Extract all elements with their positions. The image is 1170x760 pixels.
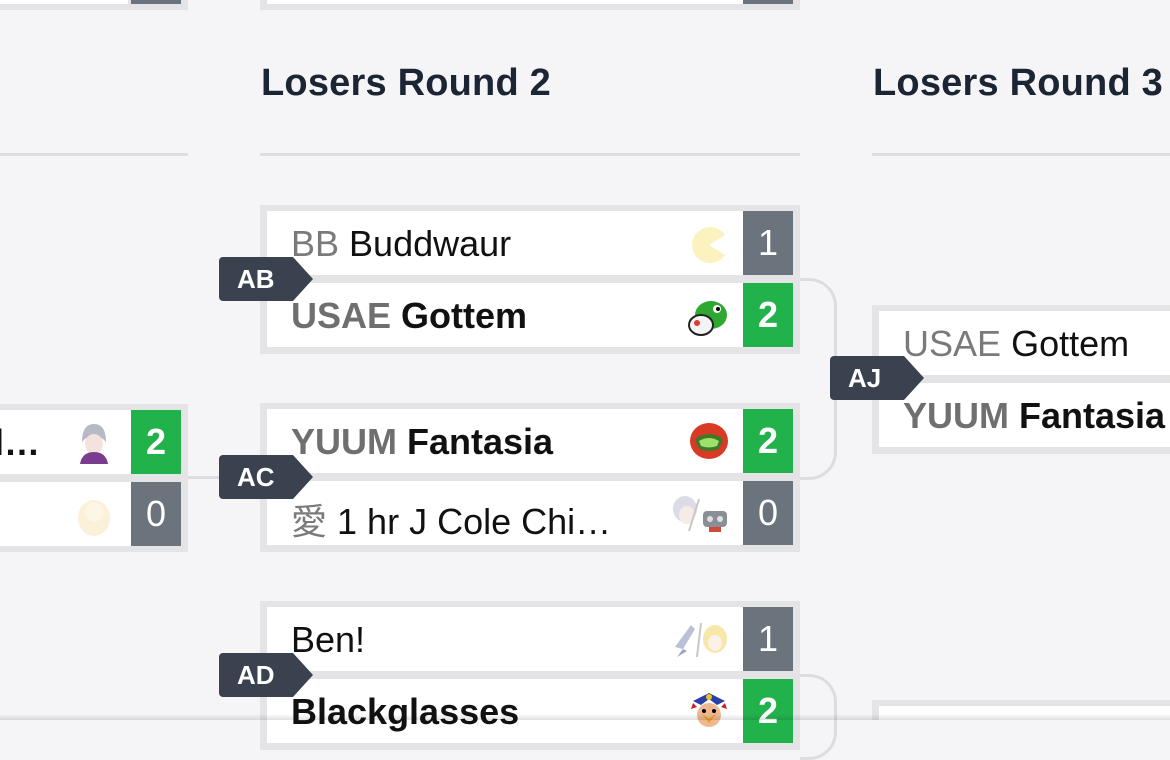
yoshi-icon	[688, 301, 727, 336]
match-ad[interactable]: Ben! 1 Blackglasses 2	[260, 601, 800, 750]
match-left-partial[interactable]: l… 2 0	[0, 404, 188, 552]
character-icon	[78, 500, 110, 536]
match-slot-top[interactable]: Ben!	[267, 607, 743, 671]
king-dedede-icon	[691, 693, 727, 727]
player-name: USAE Gottem	[903, 323, 1129, 365]
player-name: YUUM Fantasia	[903, 395, 1165, 437]
match-slot-top[interactable]: BB Buddwaur	[267, 211, 743, 275]
match-identifier-ab: AB	[219, 257, 313, 301]
player-gamertag: Blackglasses	[291, 691, 520, 732]
score-bottom: 2	[743, 283, 793, 347]
player-gamertag: Fantasia	[1019, 395, 1166, 436]
robin-icon	[80, 424, 108, 464]
bottom-shadow	[0, 714, 1170, 720]
score-top: 1	[743, 211, 793, 275]
match-slot-bottom[interactable]: YUUM Fantasia	[879, 383, 1170, 447]
prev-match-left-fragment	[0, 0, 188, 10]
score-bottom: 0	[131, 482, 181, 546]
player-prefix: YUUM	[903, 395, 1009, 436]
player-name: YUUM Fantasia	[291, 421, 553, 463]
samus-icon	[690, 423, 728, 459]
score-bottom: 2	[743, 679, 793, 743]
score-top: 2	[743, 409, 793, 473]
match-slot-bottom[interactable]: USAE Gottem	[267, 283, 743, 347]
match-slot-bottom[interactable]: Blackglasses	[267, 679, 743, 743]
match-slot-top[interactable]: USAE Gottem	[879, 311, 1170, 375]
next-match-fragment	[872, 700, 1170, 720]
player-name: 愛 1 hr J Cole Chi…	[291, 493, 611, 545]
round-divider-losers-3	[872, 153, 1170, 156]
match-identifier-aj: AJ	[830, 356, 924, 400]
multi-character-icon	[673, 496, 727, 532]
match-identifier-ad: AD	[219, 653, 313, 697]
player-gamertag: 1 hr J Cole Chi…	[337, 501, 612, 542]
player-gamertag: Gottem	[401, 295, 528, 336]
player-name: l…	[0, 422, 41, 463]
player-name: USAE Gottem	[291, 295, 527, 337]
player-prefix: USAE	[291, 295, 392, 336]
round-divider-losers-2	[260, 153, 800, 156]
player-gamertag: Fantasia	[407, 421, 554, 462]
player-name: Blackglasses	[291, 691, 519, 733]
pac-man-icon	[692, 227, 725, 263]
multi-character-icon	[675, 622, 727, 658]
match-slot-top[interactable]: YUUM Fantasia	[267, 409, 743, 473]
round-divider-left	[0, 153, 188, 156]
score-top: 2	[131, 410, 181, 474]
match-slot-top[interactable]: l…	[0, 410, 131, 474]
match-slot-bottom[interactable]	[0, 482, 131, 546]
player-prefix: 愛	[291, 501, 328, 542]
player-gamertag: Gottem	[1011, 323, 1130, 364]
round-title-losers-3: Losers Round 3	[873, 62, 1163, 104]
match-identifier-ac: AC	[219, 455, 313, 499]
match-ac[interactable]: YUUM Fantasia 2 愛 1 hr J Cole Chi… 0	[260, 403, 800, 552]
prev-match-mid-fragment	[260, 0, 800, 10]
match-slot-bottom[interactable]: 愛 1 hr J Cole Chi…	[267, 481, 743, 545]
score-bottom: 0	[743, 481, 793, 545]
player-gamertag: Buddwaur	[349, 223, 512, 264]
score-top: 1	[743, 607, 793, 671]
player-name: BB Buddwaur	[291, 223, 511, 265]
match-ab[interactable]: BB Buddwaur 1 USAE Gottem 2	[260, 205, 800, 354]
round-title-losers-2: Losers Round 2	[261, 62, 551, 104]
